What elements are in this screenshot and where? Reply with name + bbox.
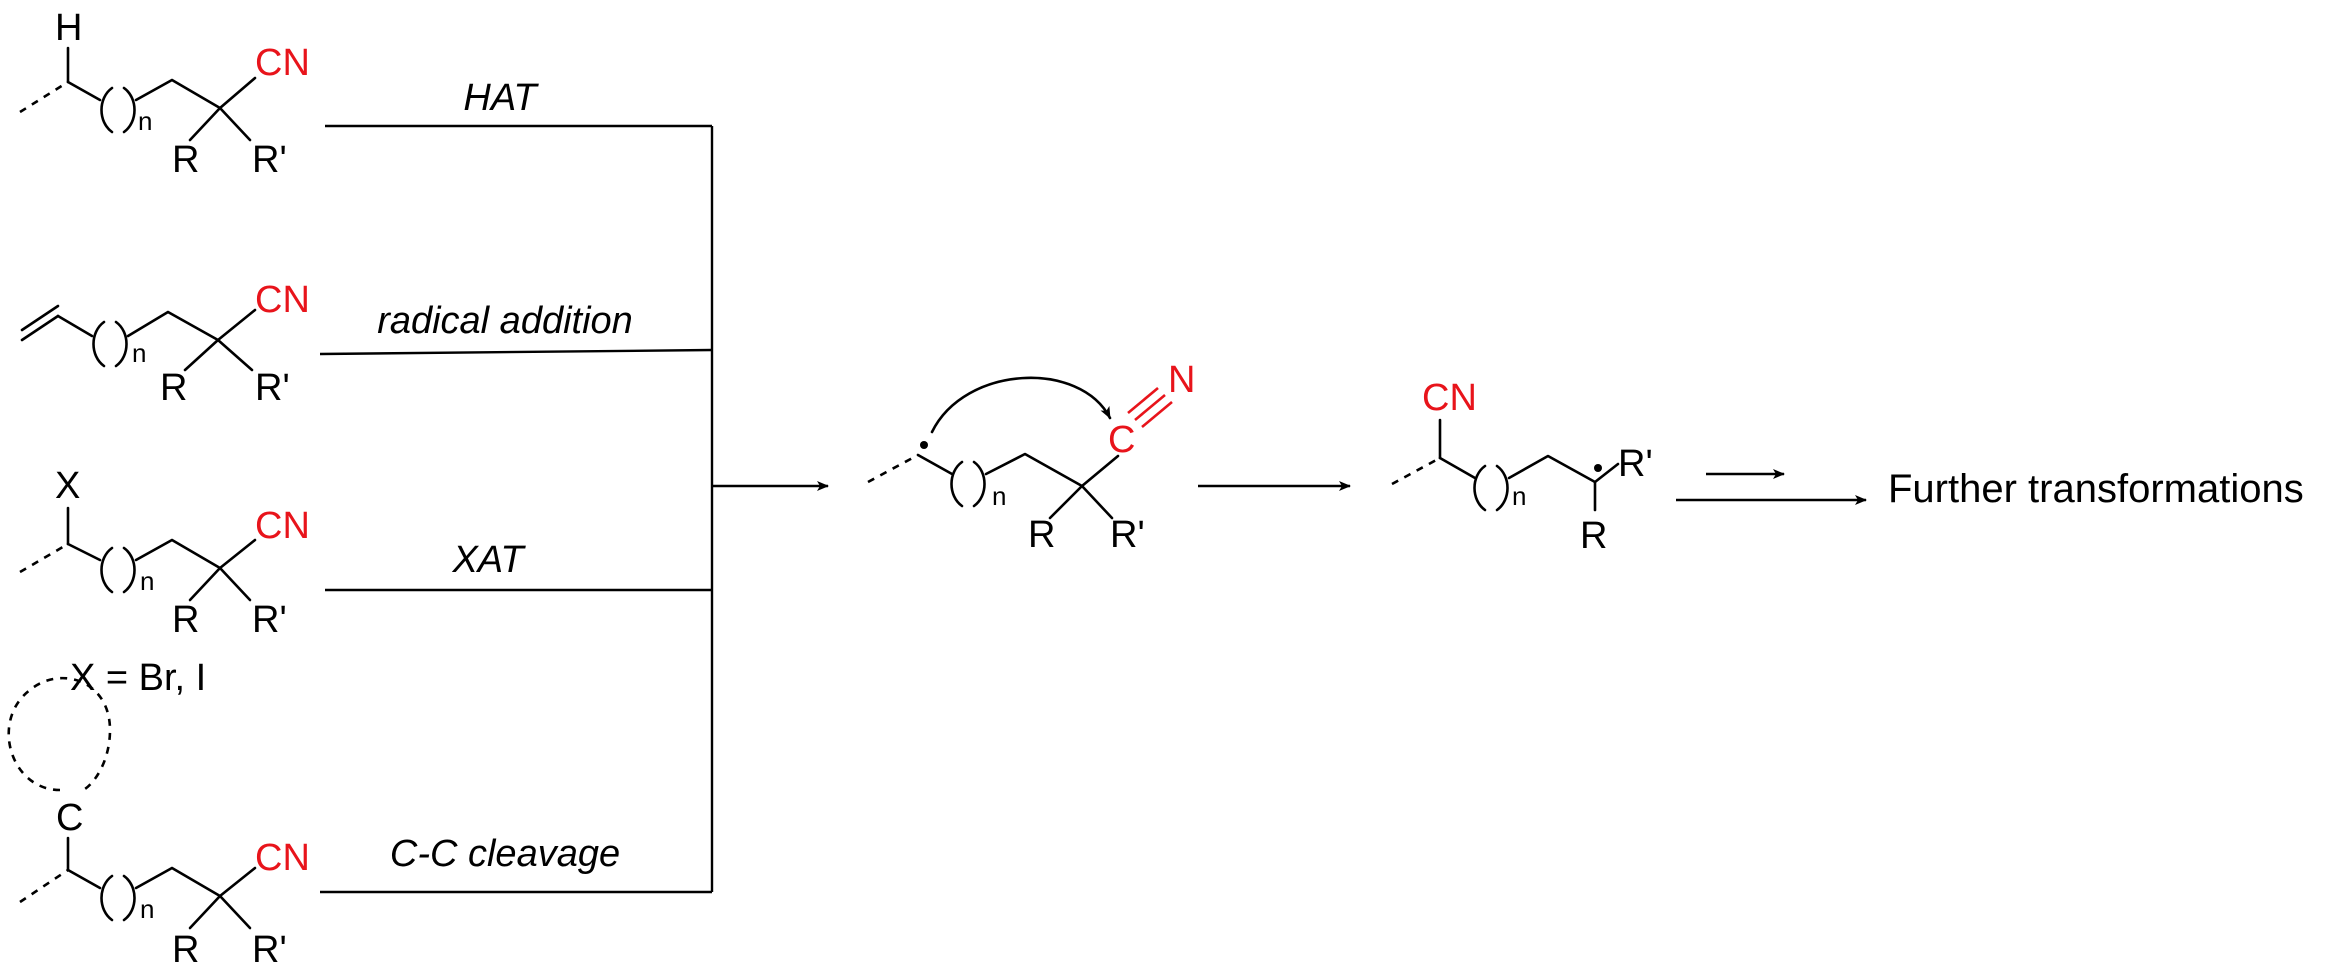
substrate-3-subscript-n: n [140, 566, 154, 596]
substrate-4-cn: CN [255, 837, 310, 879]
substrate-cc-cleavage: C n CN R R' [7, 676, 310, 971]
condition-xat: XAT [451, 539, 526, 581]
radical-dot [920, 441, 928, 449]
substrate-4-top-atom: C [56, 797, 83, 839]
intermediate-c-atom: C [1108, 419, 1135, 461]
substrate-1-top-atom: H [55, 7, 82, 49]
product-r-prime: R' [1618, 443, 1653, 485]
intermediate-r-prime: R' [1110, 514, 1145, 556]
substrate-radical-addition: n CN R R' [20, 279, 310, 409]
product-subscript-n: n [1512, 481, 1526, 511]
substrate-3-r: R [172, 599, 199, 641]
substrate-2-subscript-n: n [132, 338, 146, 368]
substrate-3-note: X = Br, I [70, 657, 206, 699]
substrate-4-subscript-n: n [140, 894, 154, 924]
condition-hat: HAT [463, 77, 539, 119]
substrate-3-r-prime: R' [252, 599, 287, 641]
product-cn: CN [1422, 377, 1477, 419]
substrate-3-cn: CN [255, 505, 310, 547]
substrate-hat: H n CN R R' [19, 7, 310, 181]
cyclization-curved-arrow [930, 376, 1112, 434]
product-radical-dot [1594, 464, 1602, 472]
intermediate-n-atom: N [1168, 359, 1195, 401]
further-transformations-label: Further transformations [1888, 467, 2304, 511]
condition-cc-cleavage: C-C cleavage [390, 833, 620, 875]
intermediate-r: R [1028, 514, 1055, 556]
intermediate-subscript-n: n [992, 481, 1006, 511]
substrate-4-r-prime: R' [252, 929, 287, 971]
substrate-2-r-prime: R' [255, 367, 290, 409]
substrate-1-cn: CN [255, 42, 310, 84]
radical-intermediate: n C N R R' [867, 359, 1195, 556]
substrate-1-subscript-n: n [138, 106, 152, 136]
substrate-2-cn: CN [255, 279, 310, 321]
product-r: R [1580, 515, 1607, 557]
substrate-xat: X n CN R R' X = Br, I [19, 465, 310, 699]
condition-radical-addition: radical addition [377, 300, 633, 342]
substrate-1-r: R [172, 139, 199, 181]
substrate-1-r-prime: R' [252, 139, 287, 181]
substrate-4-r: R [172, 929, 199, 971]
product: CN n R' R [1391, 377, 1653, 557]
substrate-3-top-atom: X [55, 465, 80, 507]
substrate-2-r: R [160, 367, 187, 409]
